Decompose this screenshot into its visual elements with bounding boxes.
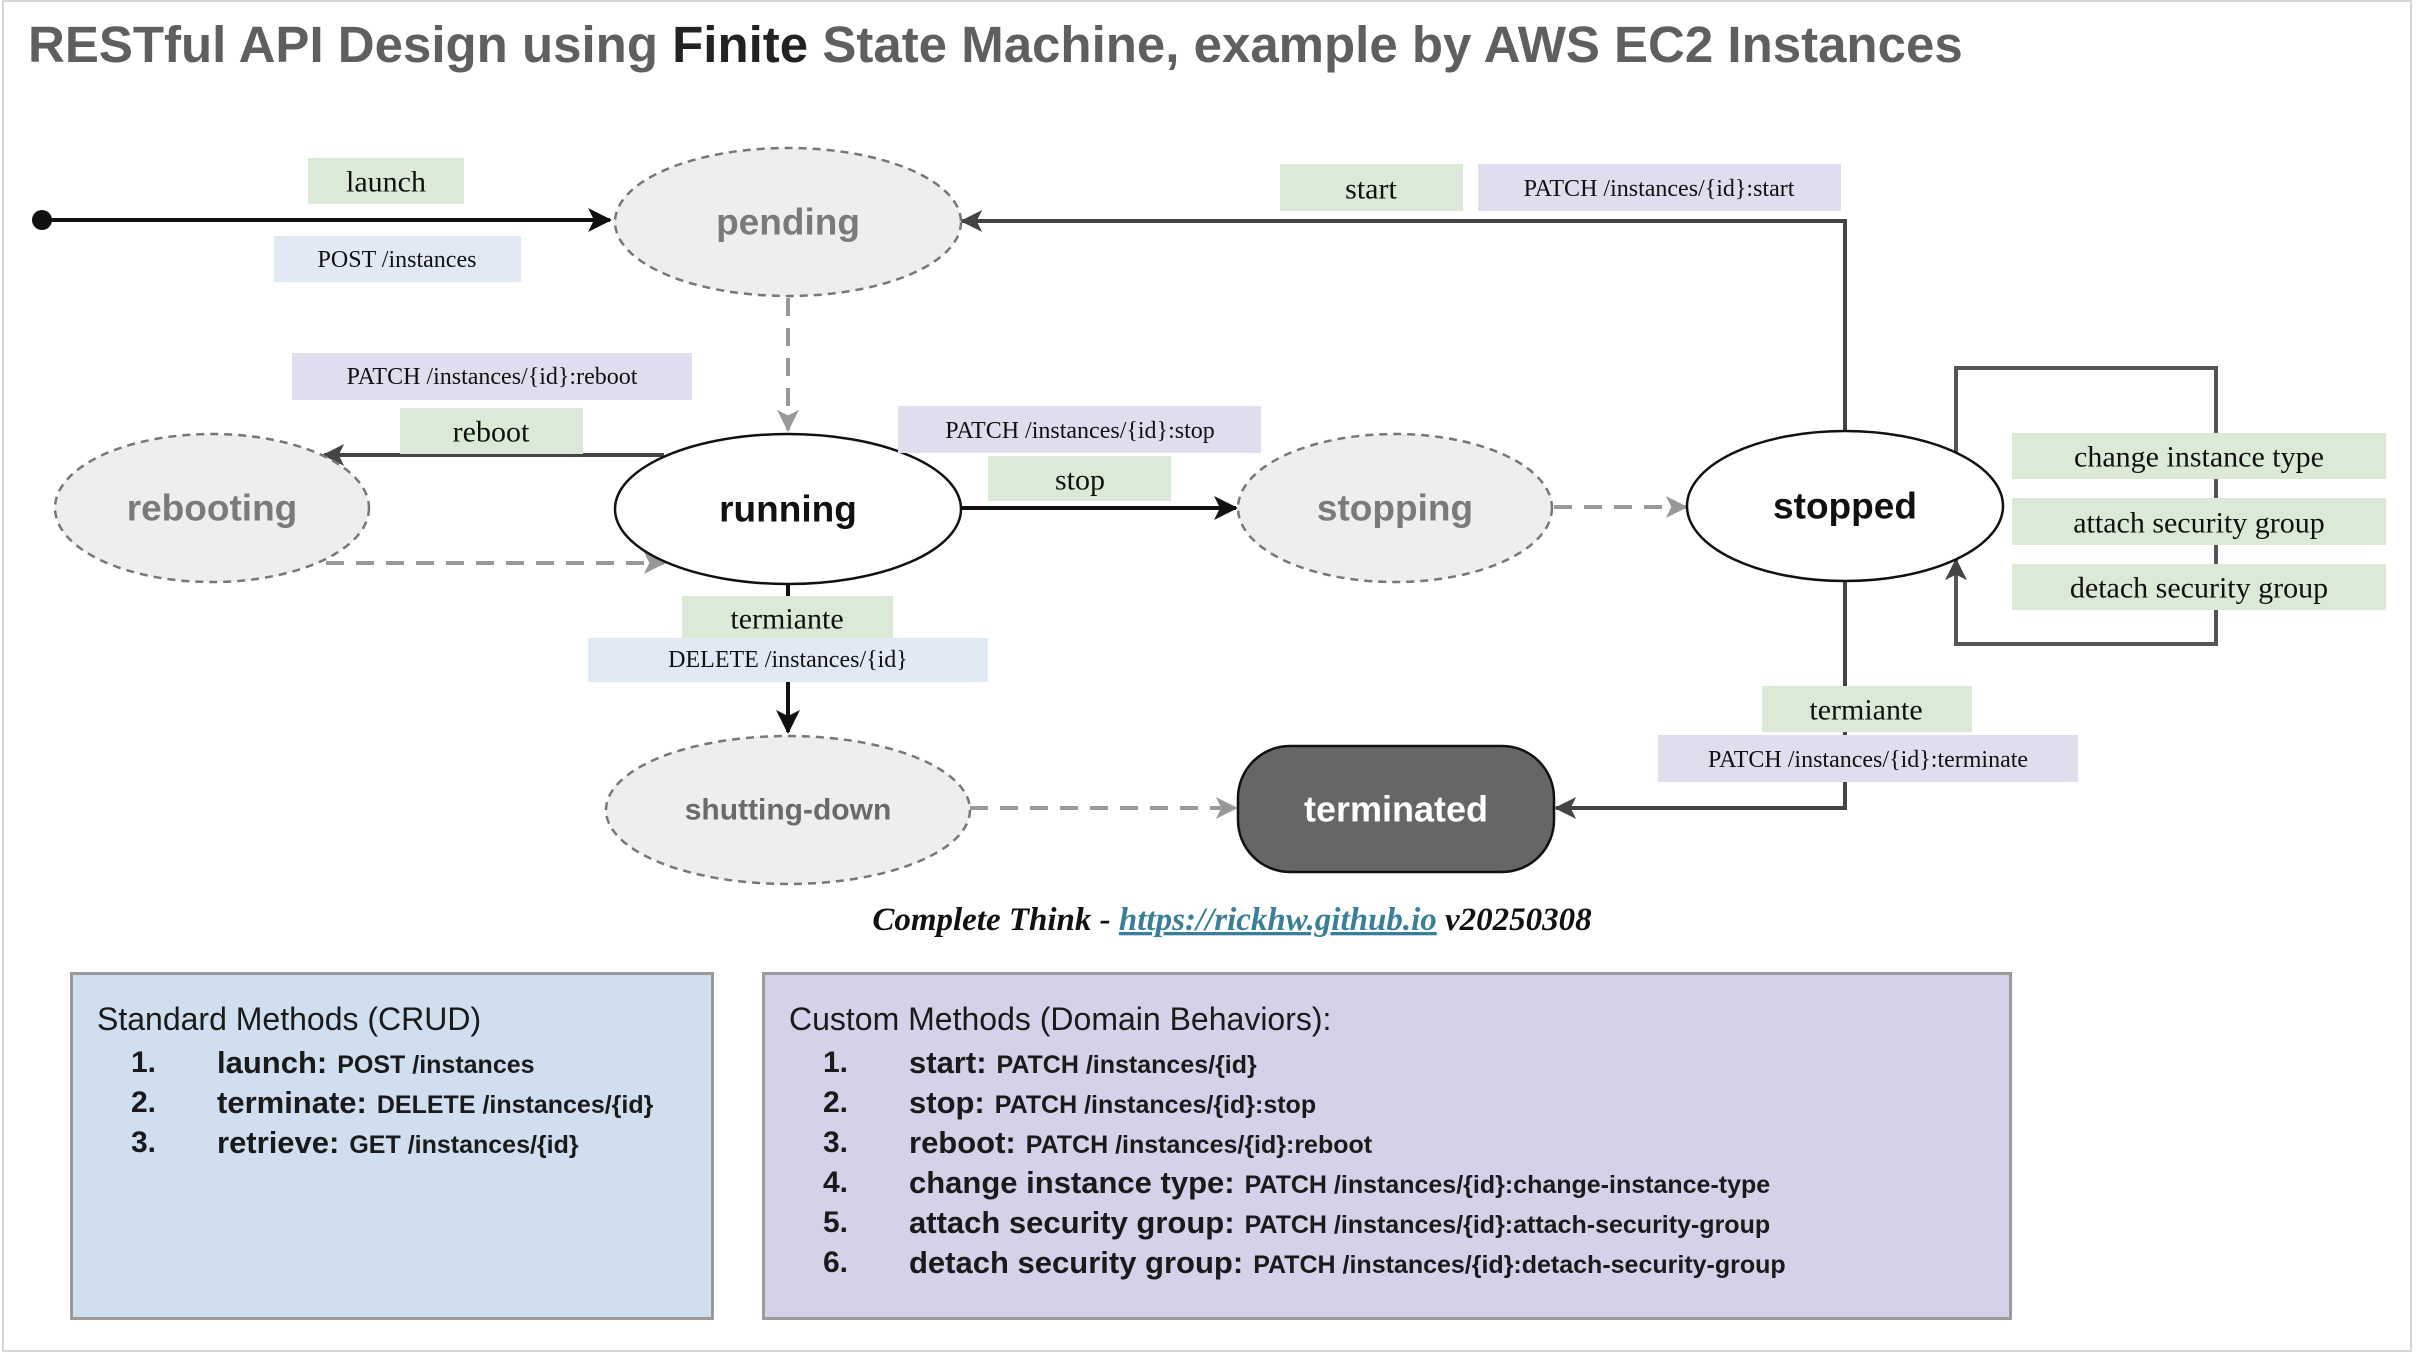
- state-label-shutting-down: shutting-down: [685, 794, 892, 827]
- method-name: start:: [909, 1045, 987, 1080]
- item-number: 5.: [823, 1206, 849, 1239]
- standard-methods-panel: Standard Methods (CRUD) 1. launch: POST /…: [70, 972, 714, 1320]
- standard-methods-heading: Standard Methods (CRUD): [97, 1001, 482, 1037]
- label-change-instance-type: change instance type: [2074, 441, 2324, 474]
- state-pending: pending: [613, 146, 963, 298]
- edge-start: [960, 210, 1847, 430]
- method-path: DELETE /instances/{id}: [376, 1091, 654, 1119]
- custom-methods-heading: Custom Methods (Domain Behaviors):: [789, 1001, 1332, 1037]
- method-path: PATCH /instances/{id}:stop: [994, 1091, 1317, 1119]
- method-path: PATCH /instances/{id}:attach-security-gr…: [1244, 1211, 1771, 1239]
- label-start-endpoint: PATCH /instances/{id}:start: [1524, 176, 1795, 202]
- item-number: 3.: [131, 1126, 157, 1159]
- label-reboot-endpoint: PATCH /instances/{id}:reboot: [347, 364, 638, 390]
- method-path: PATCH /instances/{id}:detach-security-gr…: [1253, 1251, 1786, 1279]
- credit-version: v20250308: [1437, 902, 1592, 938]
- title-text-before: RESTful API Design using: [28, 16, 672, 73]
- state-running: running: [613, 432, 963, 586]
- page-title: RESTful API Design using Finite State Ma…: [28, 16, 1963, 73]
- label-attach-security-group: attach security group: [2073, 507, 2325, 540]
- method-path: PATCH /instances/{id}: [996, 1051, 1257, 1079]
- method-name: terminate:: [217, 1085, 367, 1120]
- item-number: 1.: [131, 1046, 157, 1079]
- method-name: change instance type:: [909, 1165, 1235, 1200]
- state-label-stopping: stopping: [1317, 488, 1473, 529]
- title-text-after: State Machine, example by AWS EC2 Instan…: [808, 16, 1963, 73]
- state-stopping: stopping: [1236, 432, 1554, 584]
- state-shutting-down: shutting-down: [604, 734, 972, 886]
- label-terminate-stopped-endpoint: PATCH /instances/{id}:terminate: [1708, 747, 2028, 773]
- credit-link[interactable]: https://rickhw.github.io: [1119, 902, 1437, 938]
- state-terminated: terminated: [1236, 744, 1556, 874]
- method-name: attach security group:: [909, 1205, 1235, 1240]
- label-terminate-stopped: termiante: [1809, 694, 1922, 727]
- item-number: 6.: [823, 1246, 849, 1279]
- credit-line: Complete Think - https://rickhw.github.i…: [872, 902, 1591, 938]
- state-label-running: running: [719, 489, 857, 530]
- method-path: PATCH /instances/{id}:reboot: [1025, 1131, 1373, 1159]
- state-label-terminated: terminated: [1304, 789, 1488, 830]
- method-name: detach security group:: [909, 1245, 1244, 1280]
- label-reboot: reboot: [453, 416, 530, 449]
- state-rebooting: rebooting: [53, 432, 371, 584]
- label-stop: stop: [1055, 464, 1105, 497]
- label-stop-endpoint: PATCH /instances/{id}:stop: [945, 418, 1215, 444]
- method-name: stop:: [909, 1085, 985, 1120]
- title-text-emphasis: Finite: [672, 16, 808, 73]
- label-start: start: [1345, 173, 1397, 206]
- method-name: retrieve:: [217, 1125, 340, 1160]
- method-path: GET /instances/{id}: [349, 1131, 579, 1159]
- item-number: 1.: [823, 1046, 849, 1079]
- method-name: launch:: [217, 1045, 328, 1080]
- label-detach-security-group: detach security group: [2070, 572, 2328, 605]
- label-launch-endpoint: POST /instances: [318, 247, 477, 273]
- method-path: PATCH /instances/{id}:change-instance-ty…: [1244, 1171, 1771, 1199]
- item-number: 4.: [823, 1166, 849, 1199]
- label-terminate-running-endpoint: DELETE /instances/{id}: [668, 647, 908, 673]
- state-stopped: stopped: [1685, 429, 2005, 583]
- state-label-rebooting: rebooting: [127, 488, 298, 529]
- custom-methods-panel: Custom Methods (Domain Behaviors): 1. st…: [762, 972, 2012, 1320]
- item-number: 3.: [823, 1126, 849, 1159]
- label-terminate-running: termiante: [730, 603, 843, 636]
- state-label-pending: pending: [716, 202, 860, 243]
- state-label-stopped: stopped: [1773, 486, 1917, 527]
- edge-terminate-stopped: [1554, 582, 1847, 819]
- item-number: 2.: [823, 1086, 849, 1119]
- credit-prefix: Complete Think -: [872, 902, 1119, 938]
- method-name: reboot:: [909, 1125, 1016, 1160]
- method-path: POST /instances: [337, 1051, 535, 1079]
- item-number: 2.: [131, 1086, 157, 1119]
- label-launch: launch: [346, 166, 426, 199]
